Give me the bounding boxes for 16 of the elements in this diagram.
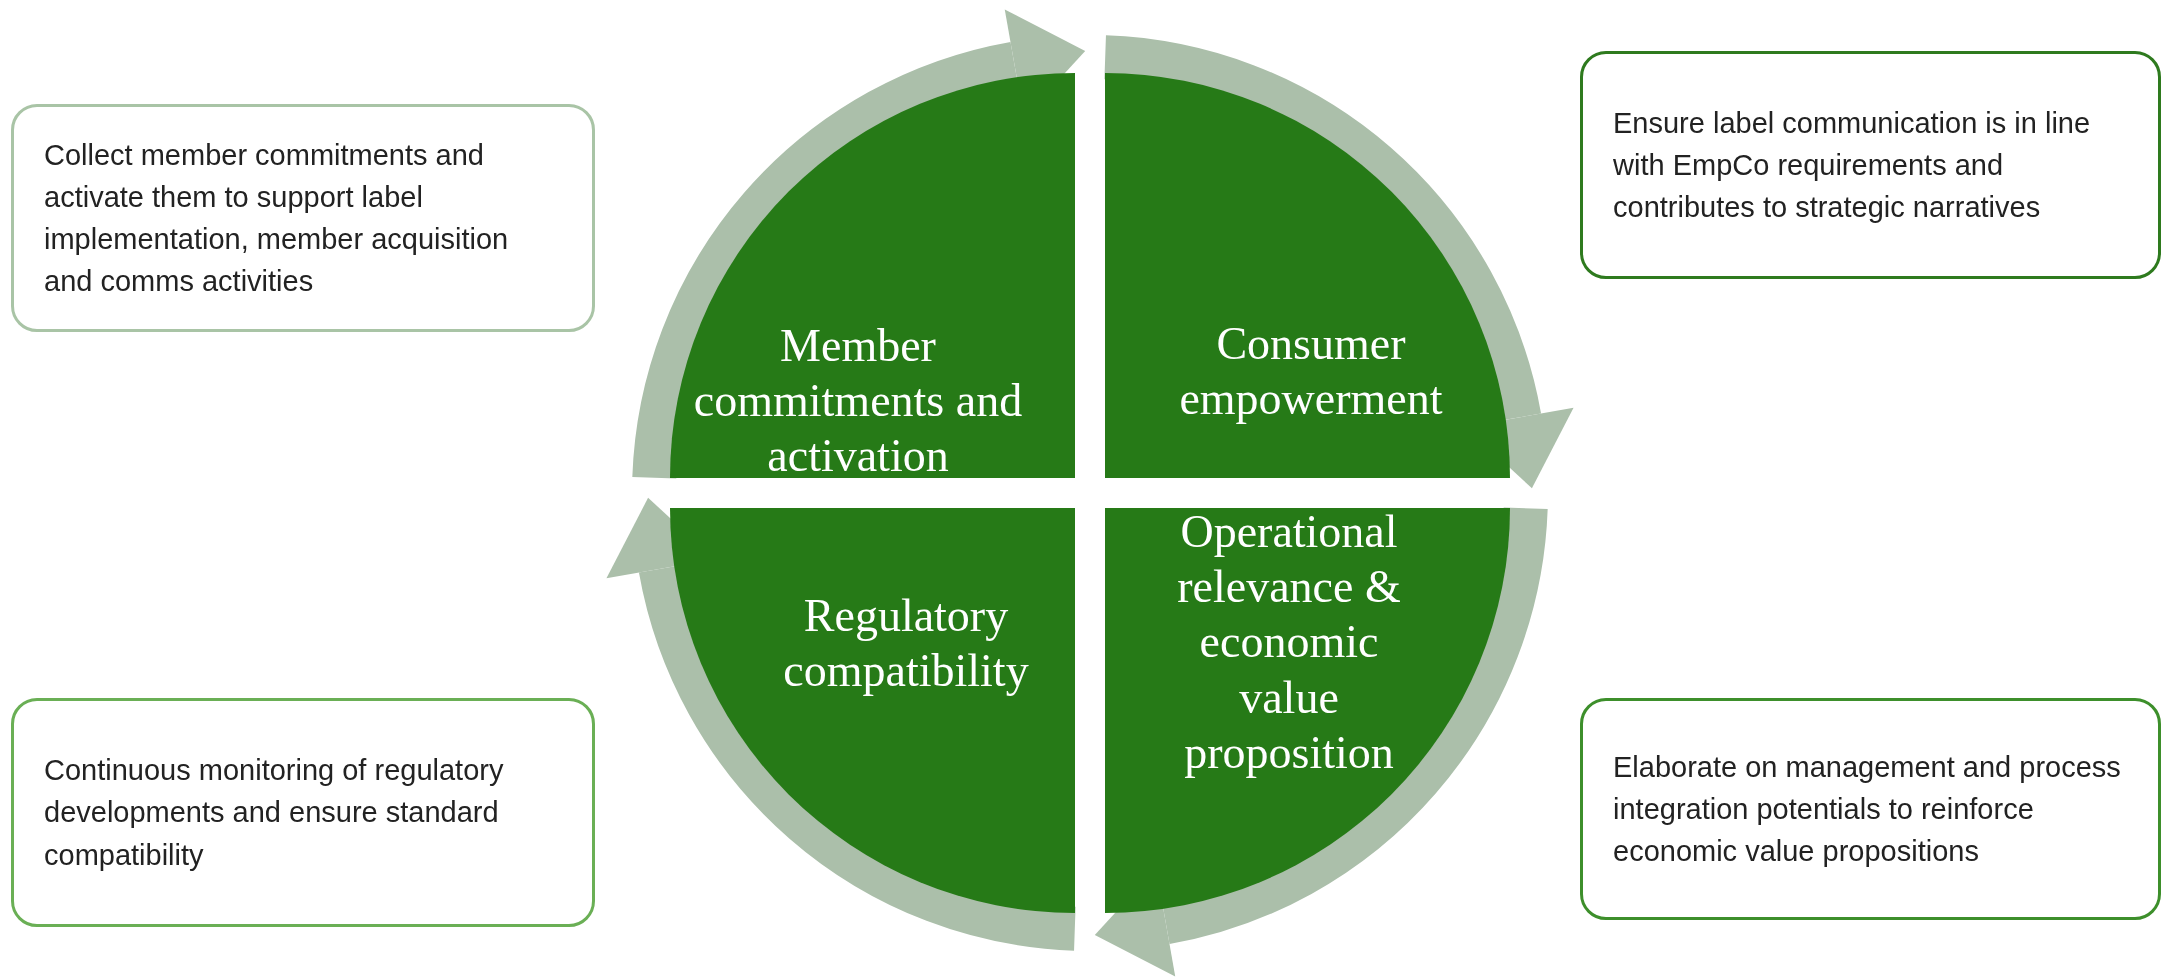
- cycle-arrow: [632, 10, 1085, 480]
- cycle-arrow: [1095, 506, 1548, 976]
- description-text: Collect member commitments and activate them to support label implementation, member acquisition and comms activities: [44, 137, 510, 300]
- quadrant-label: Consumer empowerment: [1178, 316, 1444, 426]
- description-box: [11, 698, 595, 927]
- quadrant-label: Member commitments and activation: [692, 319, 1024, 484]
- description-text: Continuous monitoring of regulatory developments and ensure standard compatibility: [44, 753, 505, 873]
- quadrant-label: Regulatory compatibility: [782, 588, 1030, 698]
- cycle-arrow: [1103, 35, 1573, 488]
- description-box: [11, 104, 595, 332]
- cycle-arrow: [607, 498, 1077, 951]
- quadrant-label: Operational relevance & economic value proposition: [1176, 505, 1402, 780]
- description-text: Ensure label communication is in line with EmpCo requirements and contributes to strategic narratives: [1613, 105, 2092, 225]
- description-box: [1580, 51, 2161, 279]
- description-box: [1580, 698, 2161, 920]
- description-text: Elaborate on management and process integration potentials to reinforce economic value propositions: [1613, 749, 2122, 869]
